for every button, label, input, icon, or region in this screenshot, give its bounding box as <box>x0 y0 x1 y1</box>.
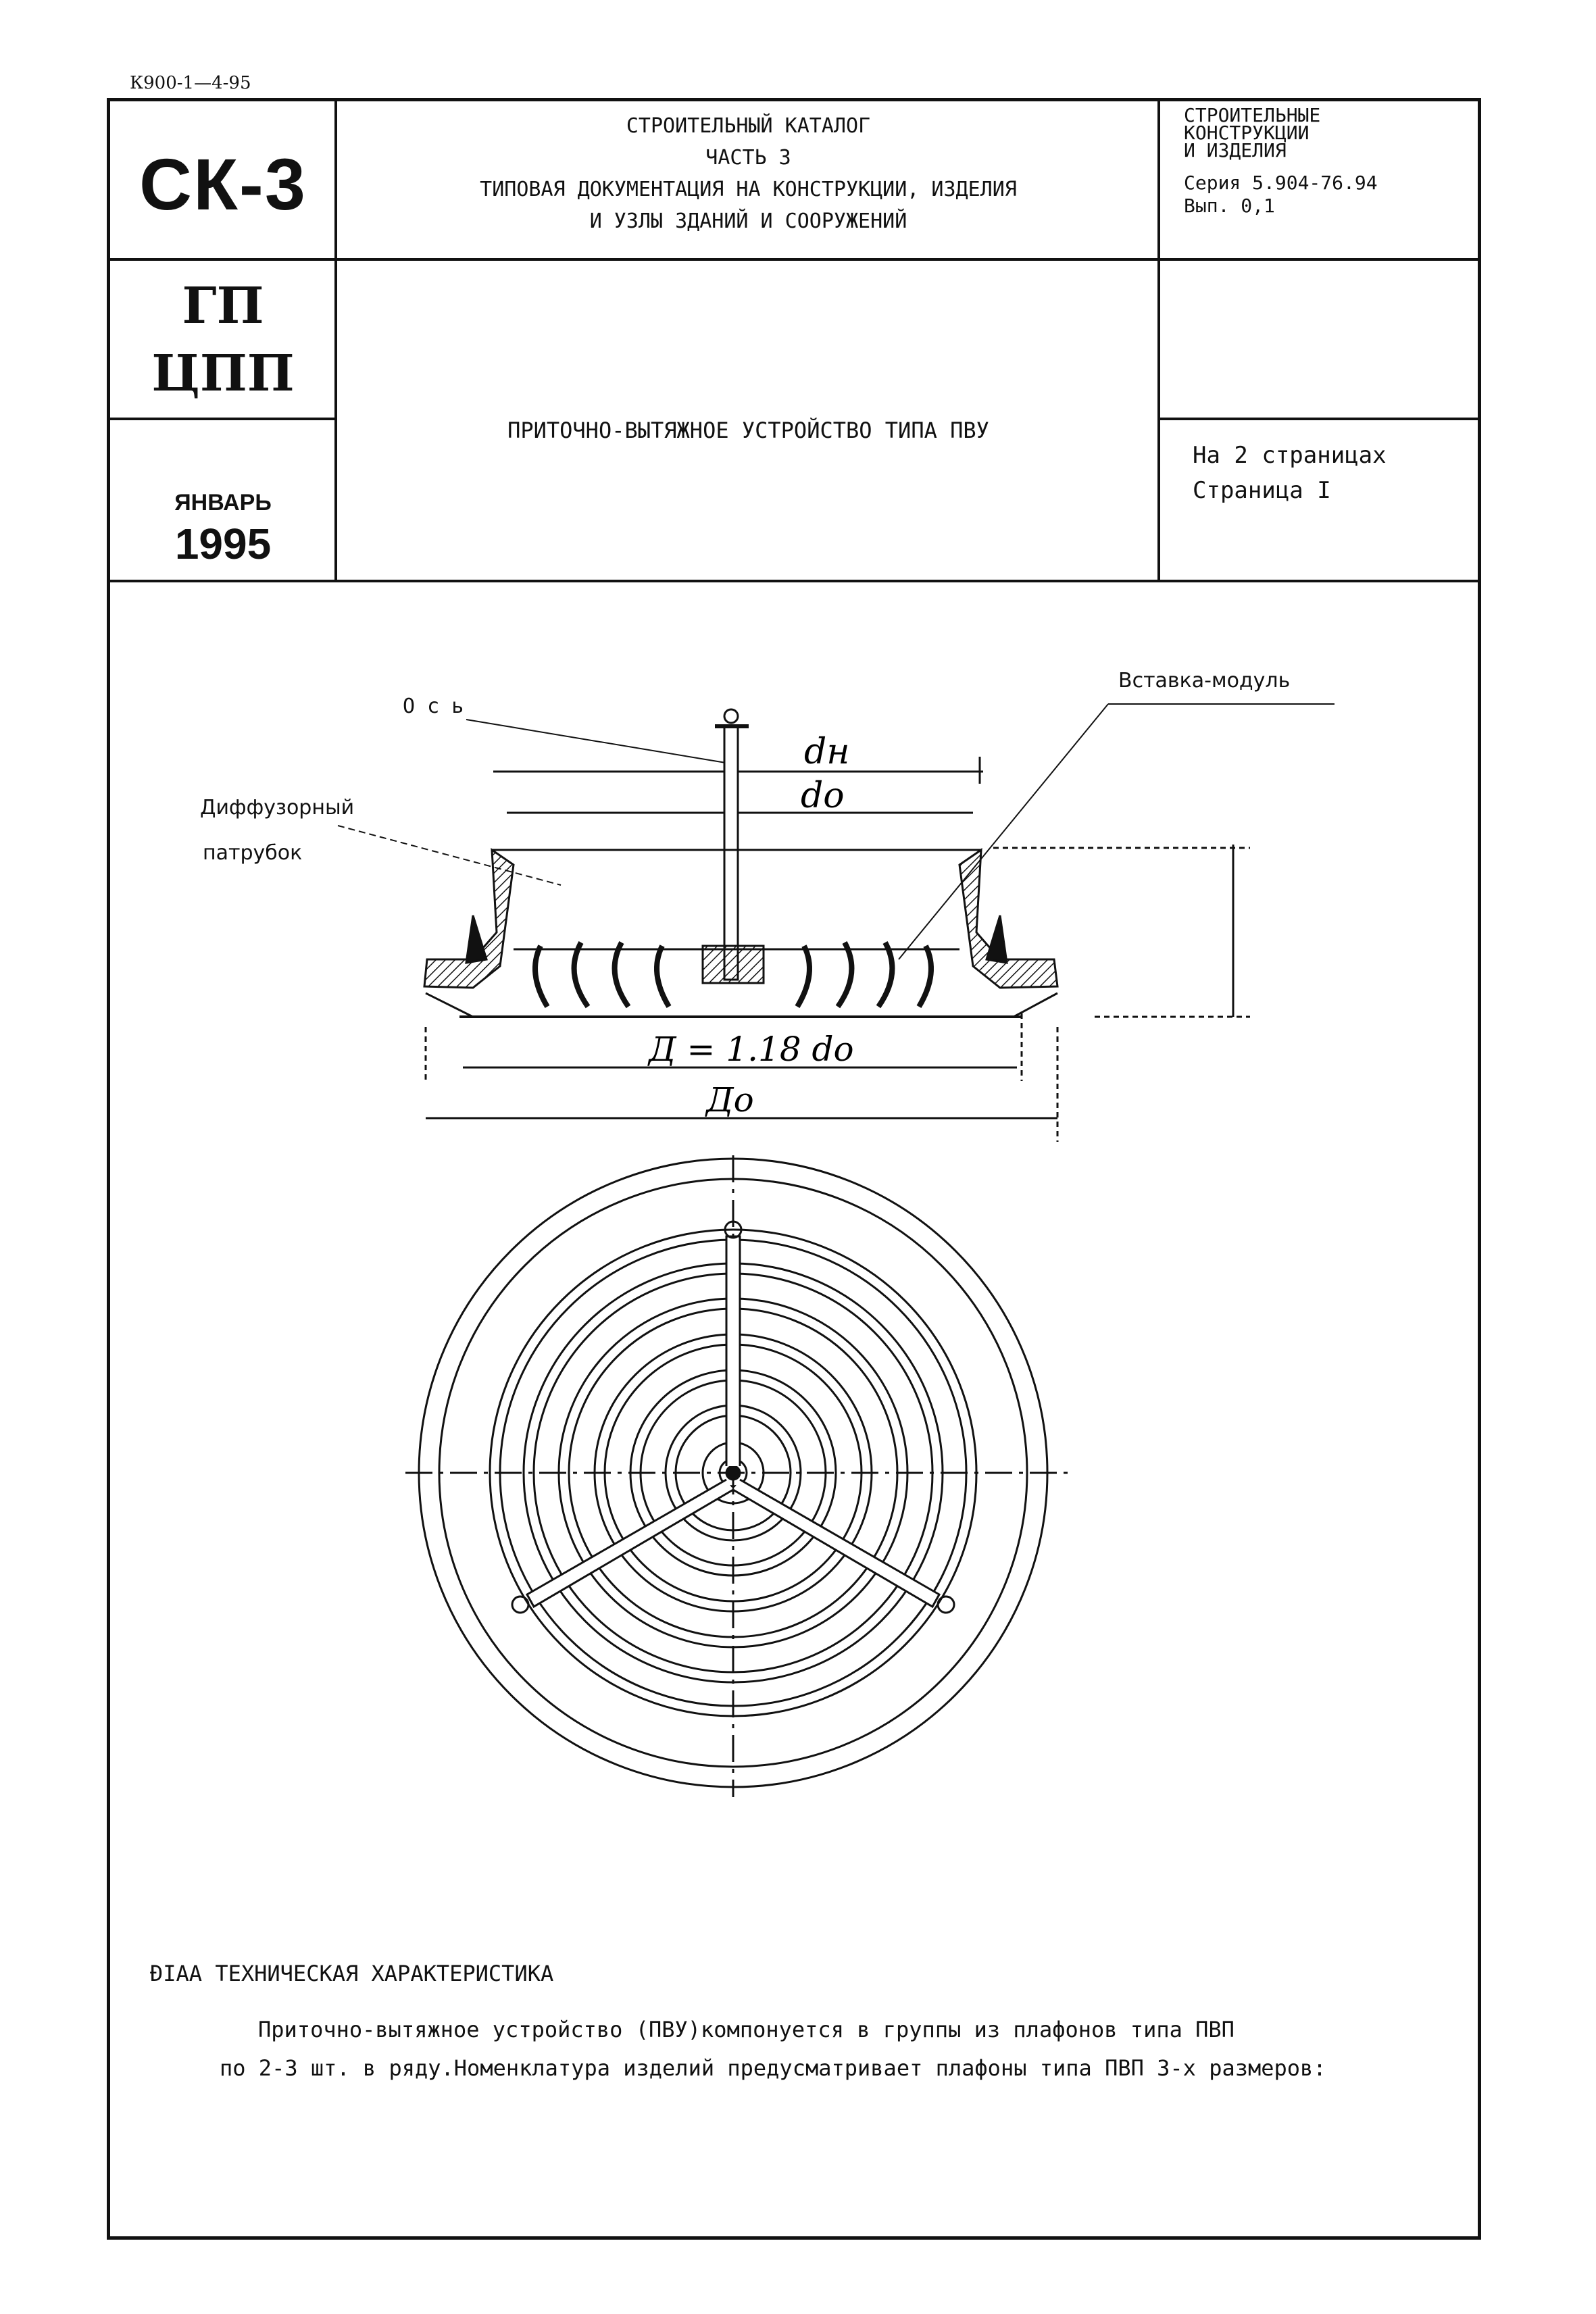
org-line-2: ЦПП <box>151 345 295 403</box>
catalog-title: СТРОИТЕЛЬНЫЙ КАТАЛОГ <box>626 114 871 138</box>
insert-module-label: Вставка-модуль <box>1118 669 1291 693</box>
section-name-3: И ИЗДЕЛИЯ <box>1184 139 1287 161</box>
paragraph-line-1: Приточно-вытяжное устройство (ПВУ)компон… <box>258 2017 1235 2042</box>
issue-number: Вып. 0,1 <box>1184 195 1275 217</box>
header-bottom-line <box>108 258 1480 261</box>
dimension-Ho <box>993 845 1250 1018</box>
diffuser-label-2: патрубок <box>203 841 303 865</box>
dim-do-text: dо <box>801 776 845 816</box>
diffuser-label-1: Диффузорный <box>200 796 355 820</box>
catalog-subtitle-2: И УЗЛЫ ЗДАНИЙ И СООРУЖЕНИЙ <box>589 209 907 233</box>
document-code: К900-1—4-95 <box>130 73 251 93</box>
diffuser-leader <box>337 825 562 886</box>
title-block-bottom-line <box>108 580 1480 582</box>
section-view <box>423 708 1059 1018</box>
dimension-Do <box>426 1027 1059 1142</box>
section-heading: ĐIАА ТЕХНИЧЕСКАЯ ХАРАКТЕРИСТИКА <box>150 1961 554 1986</box>
pages-total: На 2 страницах <box>1193 442 1387 469</box>
section-name-1: СТРОИТЕЛЬНЫЕ <box>1184 104 1321 126</box>
right-column-divider <box>1157 99 1160 581</box>
dim-D-text: Д = 1.18 dо <box>647 1030 854 1069</box>
axis-leader <box>466 719 730 764</box>
issue-year: 1995 <box>174 520 272 568</box>
left-stamp-divider <box>108 418 334 420</box>
series-number: Серия 5.904-76.94 <box>1184 172 1378 194</box>
axis-label: О с ь <box>403 695 464 718</box>
stamp-column-divider <box>334 99 337 581</box>
issue-month: ЯНВАРЬ <box>174 490 272 515</box>
plan-view <box>405 1155 1068 1797</box>
insert-leader-diagonal <box>898 703 1109 960</box>
section-name-2: КОНСТРУКЦИИ <box>1184 122 1310 144</box>
page-current: Страница I <box>1193 477 1331 504</box>
catalog-subtitle-1: ТИПОВАЯ ДОКУМЕНТАЦИЯ НА КОНСТРУКЦИИ, ИЗД… <box>480 178 1017 201</box>
right-cell-divider <box>1159 418 1480 420</box>
dim-Do-text: Дo <box>705 1080 754 1120</box>
product-title: ПРИТОЧНО-ВЫТЯЖНОЕ УСТРОЙСТВО ТИПА ПВУ <box>507 418 989 443</box>
org-line-1: ГП <box>182 277 264 335</box>
catalog-part: ЧАСТЬ 3 <box>705 146 791 170</box>
dim-dh-text: dн <box>804 732 850 772</box>
series-code: СК-3 <box>139 143 307 225</box>
paragraph-line-2: по 2-3 шт. в ряду.Номенклатура изделий п… <box>220 2055 1326 2081</box>
dimension-D <box>424 1013 1023 1081</box>
page-frame <box>107 98 1481 2240</box>
